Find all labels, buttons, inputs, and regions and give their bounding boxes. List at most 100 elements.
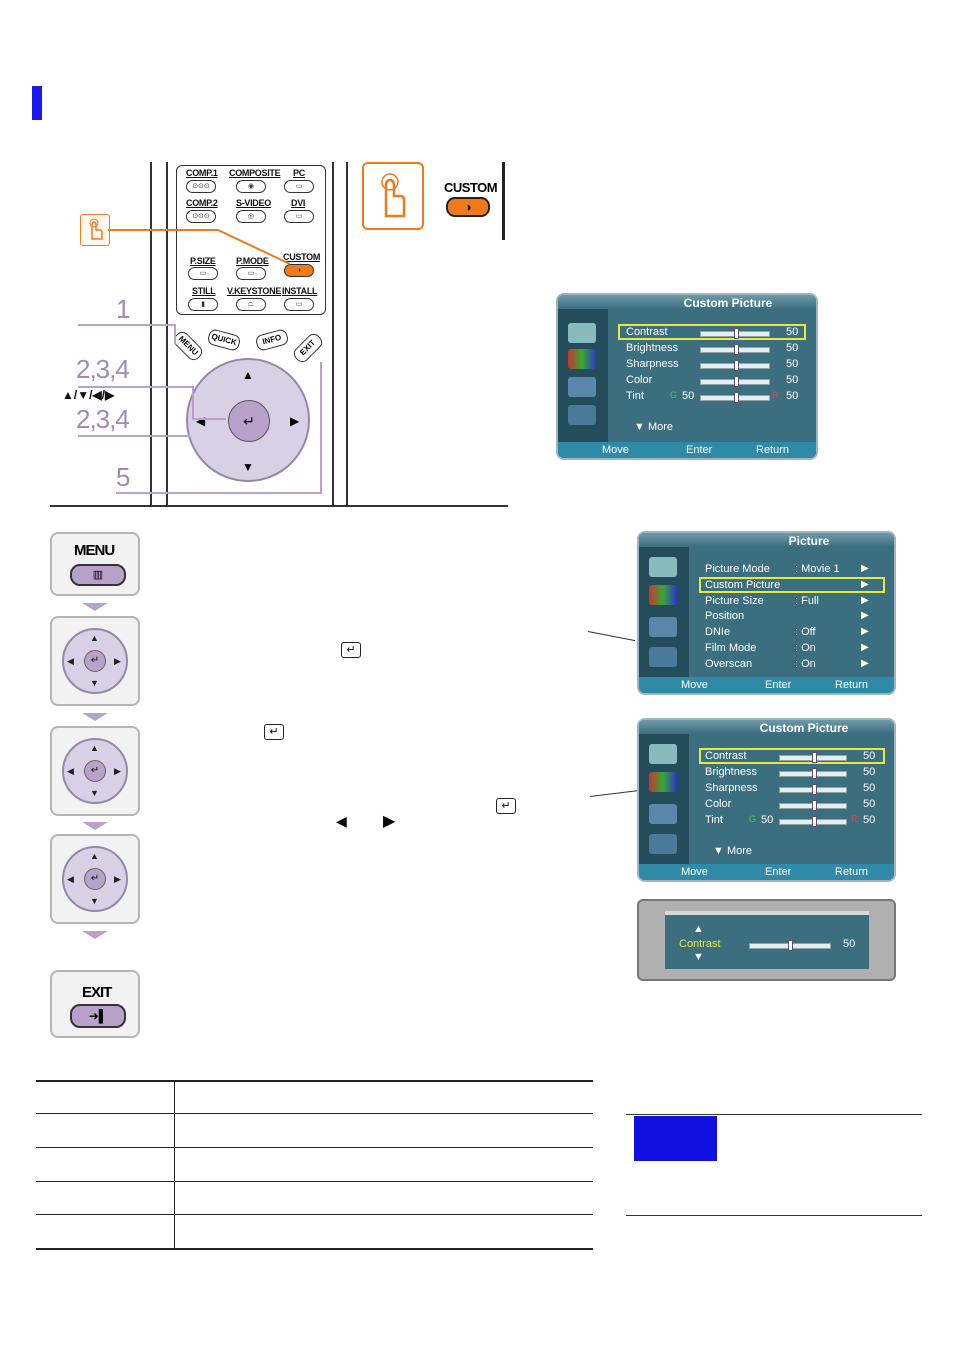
step-label-2-3-4-upper: 2,3,4 xyxy=(76,354,130,384)
dpad-down-icon[interactable]: ▼ xyxy=(90,788,99,798)
dvi-button[interactable]: ▭ xyxy=(284,210,314,223)
table-rule xyxy=(36,1080,593,1082)
osd-row-label: Brightness xyxy=(626,342,678,354)
remote-keypad xyxy=(176,165,326,315)
remote-diagram: COMP.1 ⊙⊙⊙ COMPOSITE ◉ PC ▭ COMP.2 ⊙⊙⊙ S… xyxy=(0,0,954,510)
table-rule xyxy=(36,1113,593,1114)
vkeystone-label: V.KEYSTONE xyxy=(227,286,282,296)
osd-tint-r: R xyxy=(851,814,858,824)
dpad-left-icon[interactable]: ◀ xyxy=(67,874,74,884)
osd-footer-move: Move xyxy=(602,444,629,456)
comp2-button[interactable]: ⊙⊙⊙ xyxy=(186,210,216,223)
step-menu-button[interactable]: ▥ xyxy=(70,564,126,586)
quick-button[interactable]: QUICK xyxy=(206,328,242,352)
contrast-down-arrow-icon[interactable]: ▼ xyxy=(693,951,704,963)
osd-row-arrow-icon: ▶ xyxy=(861,610,869,621)
svideo-button[interactable]: ◎ xyxy=(236,210,266,223)
osd-row-label: Brightness xyxy=(705,766,757,778)
note-bottom-rule xyxy=(626,1215,922,1216)
left-arrow-icon: ◀ xyxy=(336,813,347,829)
hand-pointer-icon xyxy=(80,214,110,246)
psize-label: P.SIZE xyxy=(190,256,216,266)
osd-row-value: 50 xyxy=(786,326,799,338)
composite-button[interactable]: ◉ xyxy=(236,180,266,193)
osd-footer-return: Return xyxy=(756,444,790,456)
step-dpad-box-1: ↵ ▲ ▼ ◀ ▶ xyxy=(50,616,140,706)
step-exit-button[interactable]: ➜▌ xyxy=(70,1004,126,1028)
vkeystone-button[interactable]: ⏢ xyxy=(236,298,266,311)
osd-row-label: Custom Picture xyxy=(705,579,781,591)
dpad-right-arrow-icon[interactable]: ▶ xyxy=(290,414,300,428)
pmode-button[interactable]: ▭ xyxy=(236,267,266,280)
dpad-enter-icon[interactable]: ↵ xyxy=(84,650,106,672)
table-column-divider xyxy=(174,1080,175,1249)
pc-label: PC xyxy=(293,168,305,178)
osd-row-label: Tint xyxy=(705,814,723,826)
dpad-down-icon[interactable]: ▼ xyxy=(90,896,99,906)
osd-tint-left-value: 50 xyxy=(761,814,774,826)
callout-custom-button[interactable]: ◑ xyxy=(446,197,490,217)
comp1-button[interactable]: ⊙⊙⊙ xyxy=(186,180,216,193)
dpad-up-icon[interactable]: ▲ xyxy=(90,743,99,753)
osd-footer-move: Move xyxy=(681,679,708,691)
osd-row-arrow-icon: ▶ xyxy=(861,658,869,669)
psize-button[interactable]: ▭ xyxy=(188,267,218,280)
contrast-value: 50 xyxy=(843,938,856,950)
dpad-left-icon[interactable]: ◀ xyxy=(67,656,74,666)
dpad-right-icon[interactable]: ▶ xyxy=(114,874,121,884)
osd-more: ▼ More xyxy=(634,421,674,433)
osd-row-arrow-icon: ▶ xyxy=(861,563,869,574)
dpad-up-icon[interactable]: ▲ xyxy=(90,851,99,861)
contrast-up-arrow-icon[interactable]: ▲ xyxy=(693,923,704,935)
dpad-right-icon[interactable]: ▶ xyxy=(114,656,121,666)
dpad-enter-button[interactable]: ↵ xyxy=(228,400,270,442)
dpad-up-arrow-icon[interactable]: ▲ xyxy=(242,368,254,382)
info-button[interactable]: INFO xyxy=(254,328,290,352)
dpad-left-icon[interactable]: ◀ xyxy=(67,766,74,776)
menu-button[interactable]: MENU xyxy=(171,329,205,363)
dpad-down-arrow-icon[interactable]: ▼ xyxy=(242,460,254,474)
dpad-left-arrow-icon[interactable]: ◀ xyxy=(196,414,206,428)
step-arrow-2 xyxy=(82,713,108,721)
osd-custom-picture-bottom: Custom Picture Contrast Brightness Sharp… xyxy=(637,718,896,882)
contrast-label: Contrast xyxy=(679,938,721,950)
step-arrow-4 xyxy=(82,931,108,939)
osd-row-label: Picture Size xyxy=(705,595,764,607)
osd-row-value: 50 xyxy=(786,358,799,370)
step-dpad-box-2: ↵ ▲ ▼ ◀ ▶ xyxy=(50,726,140,816)
dpad-right-icon[interactable]: ▶ xyxy=(114,766,121,776)
osd-title: Custom Picture xyxy=(759,721,849,735)
osd-tint-g: G xyxy=(749,814,757,824)
custom-button[interactable]: ◑ xyxy=(284,264,314,277)
osd-row-label: Picture Mode xyxy=(705,563,770,575)
dpad-enter-icon[interactable]: ↵ xyxy=(84,868,106,890)
comp1-label: COMP.1 xyxy=(186,168,218,178)
step-arrow-1 xyxy=(82,603,108,611)
table-rule xyxy=(36,1181,593,1182)
step-menu-box: MENU ▥ xyxy=(50,532,140,596)
osd-row-label: Sharpness xyxy=(705,782,758,794)
osd-footer-enter: Enter xyxy=(765,866,792,878)
osd-footer-enter: Enter xyxy=(765,679,792,691)
dpad-up-icon[interactable]: ▲ xyxy=(90,633,99,643)
install-button[interactable]: ▭ xyxy=(284,298,314,311)
osd-row-value: 50 xyxy=(863,814,876,826)
remote-dpad[interactable]: ↵ ▲ ▼ ◀ ▶ xyxy=(186,358,310,482)
osd-footer-return: Return xyxy=(835,866,869,878)
dpad-down-icon[interactable]: ▼ xyxy=(90,678,99,688)
osd-tint-left-value: 50 xyxy=(682,390,695,402)
osd-row-value: : Off xyxy=(795,626,816,638)
dpad-enter-icon[interactable]: ↵ xyxy=(84,760,106,782)
osd-row-value: 50 xyxy=(863,766,876,778)
still-button[interactable]: ▮ xyxy=(188,298,218,311)
osd-row-label: Color xyxy=(705,798,732,810)
custom-label: CUSTOM xyxy=(283,252,321,262)
osd-row-value: 50 xyxy=(863,782,876,794)
exit-button[interactable]: EXIT xyxy=(291,331,325,365)
osd-more: ▼ More xyxy=(713,845,753,857)
pc-button[interactable]: ▭ xyxy=(284,180,314,193)
osd-row-value: 50 xyxy=(786,374,799,386)
osd-row-arrow-icon: ▶ xyxy=(861,579,869,590)
callout-custom-label: CUSTOM xyxy=(444,180,498,195)
contrast-slider[interactable] xyxy=(749,940,831,951)
